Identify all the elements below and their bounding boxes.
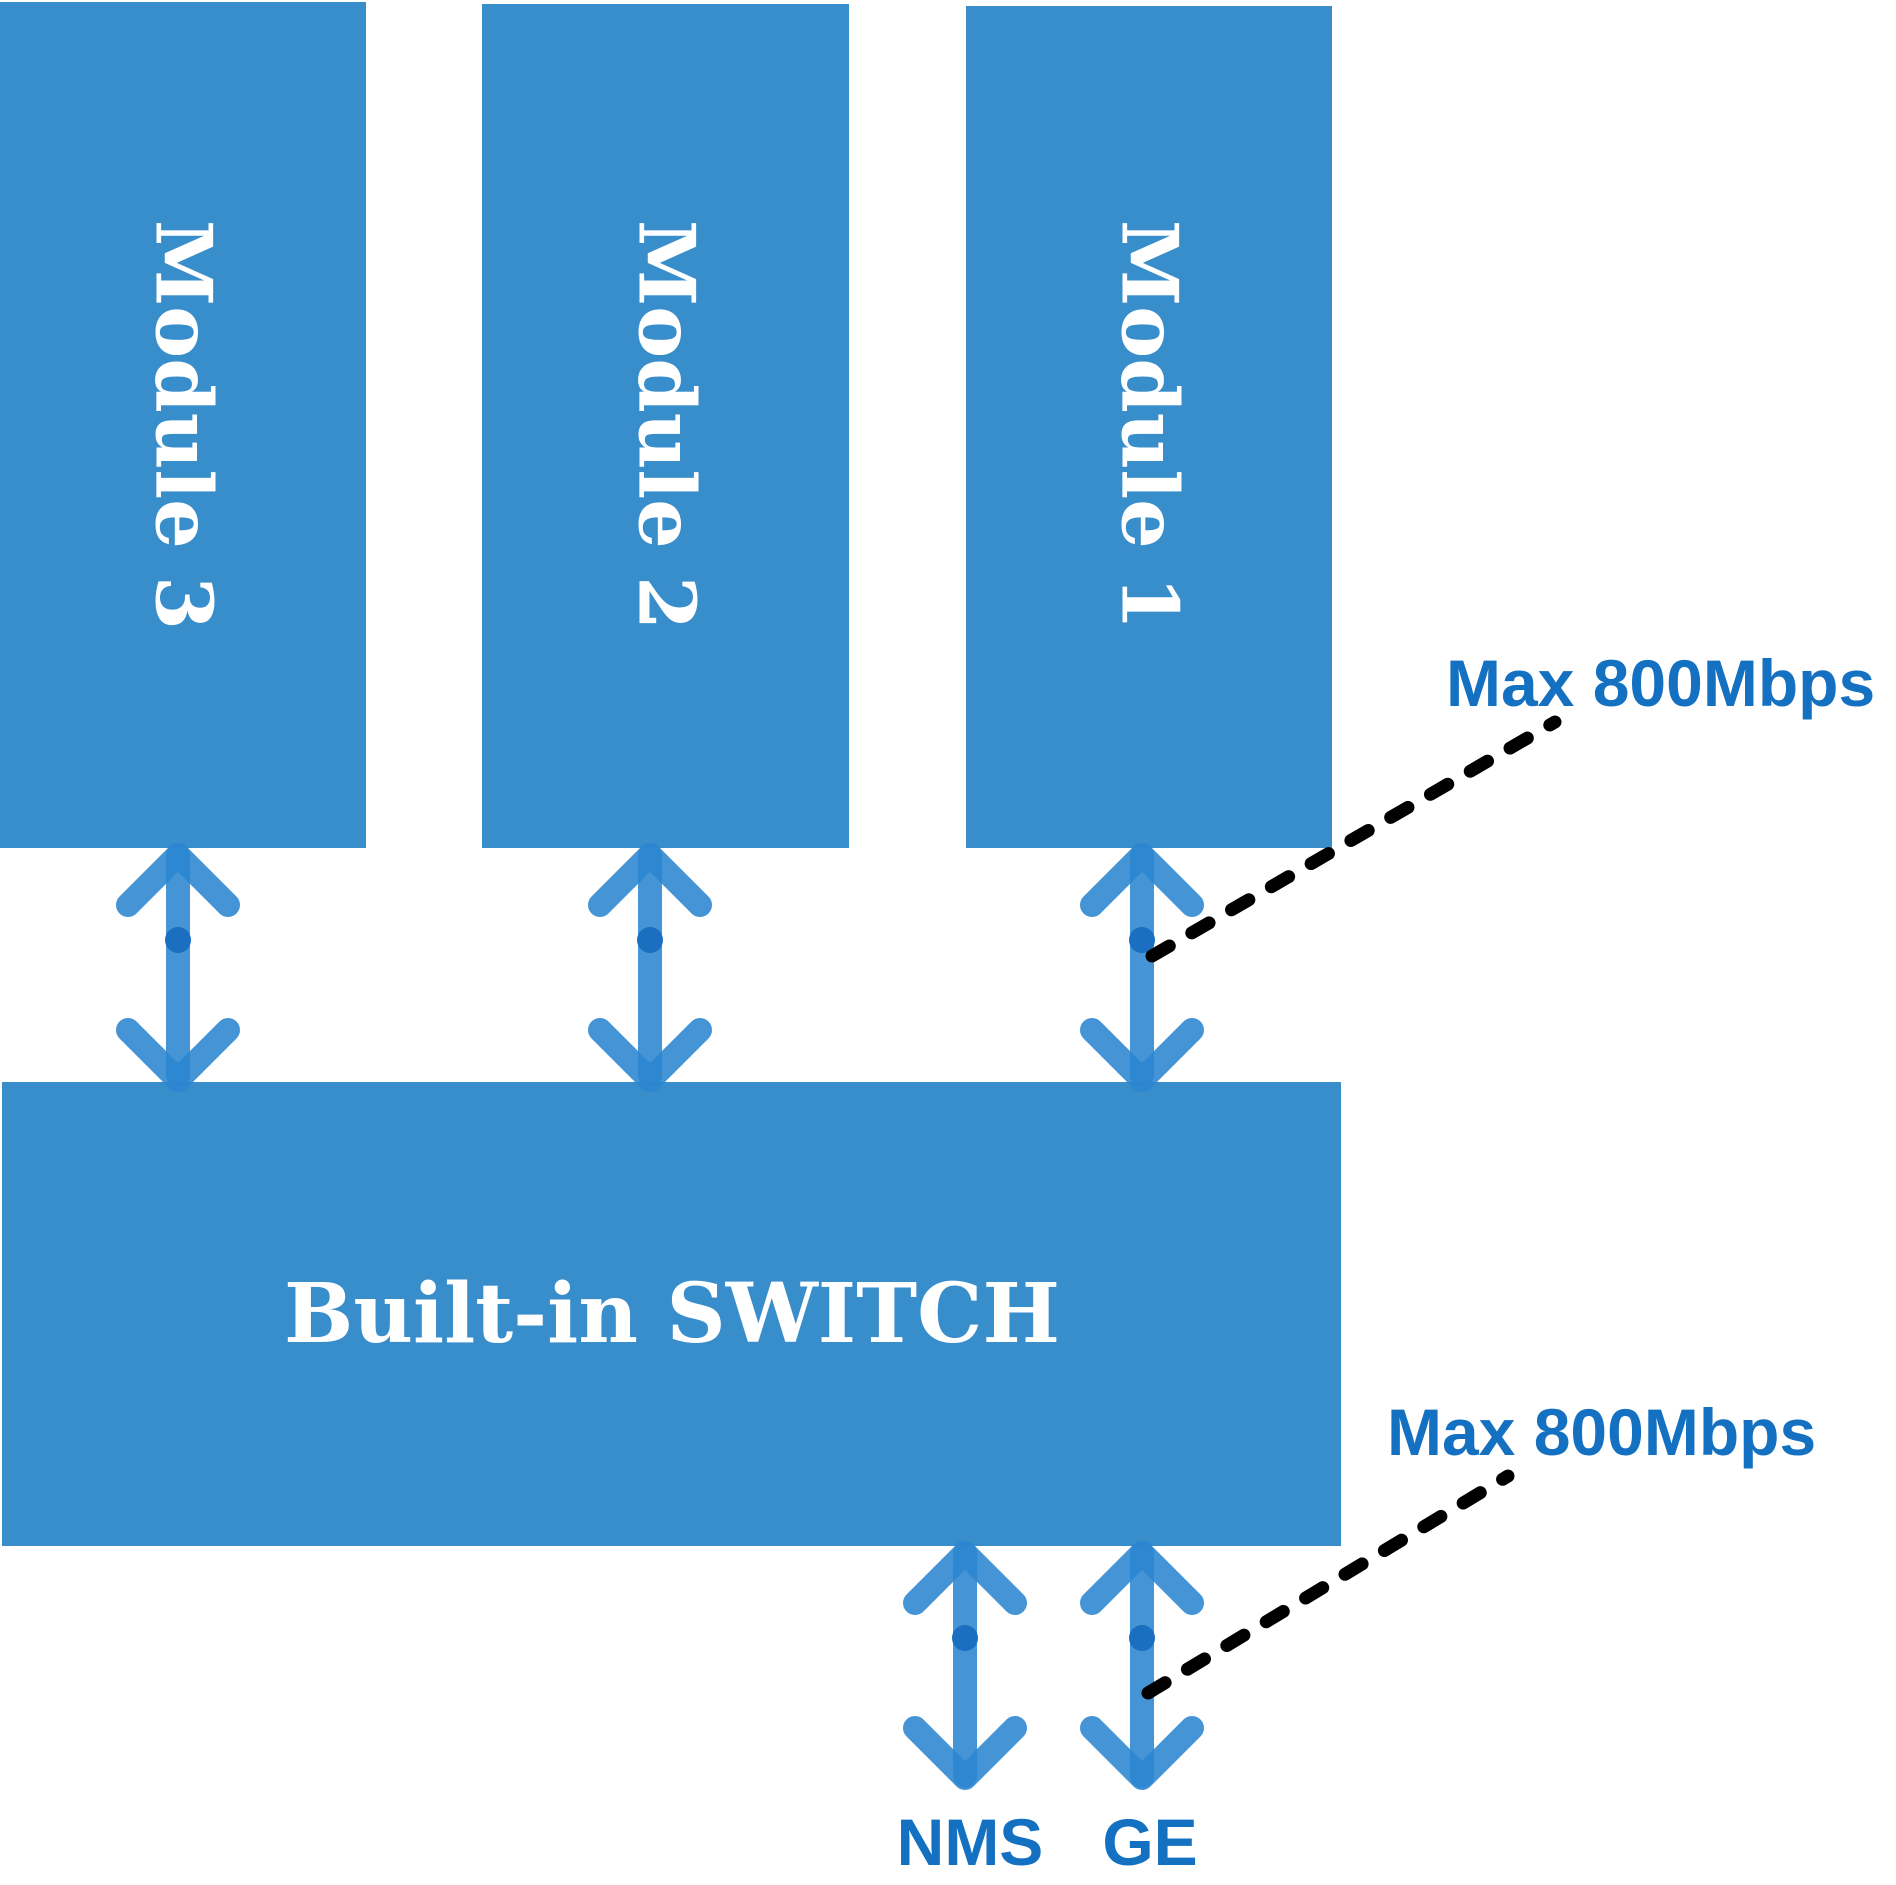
module-1-label: Module 1 xyxy=(1104,220,1195,630)
double-headed-arrow-icon xyxy=(903,1541,1027,1790)
port-label-ge: GE xyxy=(1102,1805,1197,1879)
bandwidth-label-module: Max 800Mbps xyxy=(1446,646,1875,720)
switch-label: Built-in SWITCH xyxy=(284,1266,1060,1362)
double-headed-arrow-icon xyxy=(1080,1541,1204,1790)
module-2-block: Module 2 xyxy=(482,4,849,848)
dashed-leader-line xyxy=(1141,1469,1515,1700)
module-1-block: Module 1 xyxy=(966,6,1332,848)
bandwidth-label-ge: Max 800Mbps xyxy=(1387,1395,1816,1469)
dashed-leader-line xyxy=(1145,715,1562,963)
double-headed-arrow-icon xyxy=(116,843,240,1092)
module-2-label: Module 2 xyxy=(621,220,712,630)
module-3-label: Module 3 xyxy=(138,220,229,630)
port-label-nms: NMS xyxy=(897,1805,1044,1879)
double-headed-arrow-icon xyxy=(1080,843,1204,1092)
double-headed-arrow-icon xyxy=(588,843,712,1092)
module-3-block: Module 3 xyxy=(0,2,366,848)
builtin-switch-block: Built-in SWITCH xyxy=(2,1082,1341,1546)
